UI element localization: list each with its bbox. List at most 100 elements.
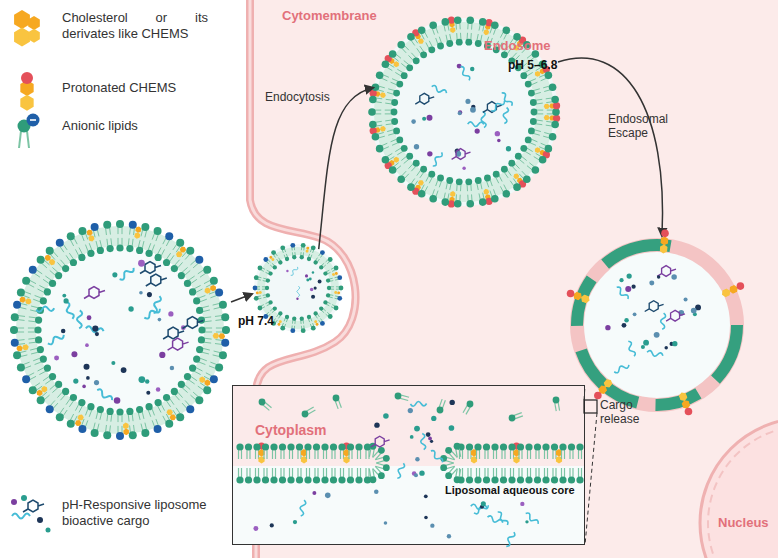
cargo-strand <box>143 307 161 320</box>
lipid-head <box>189 288 196 295</box>
cargo-molecule <box>168 338 189 350</box>
lipid-tail <box>50 270 58 277</box>
lipid-tail <box>206 283 215 288</box>
cholesterol-molecule <box>198 376 212 387</box>
lipid-tail <box>69 253 75 261</box>
lipid-head <box>155 399 162 406</box>
cargo-dot <box>112 272 117 277</box>
lipid-tail <box>163 235 168 244</box>
lipid-tail <box>147 243 151 252</box>
cholesterol-molecule <box>16 344 29 352</box>
lipid-head <box>126 408 133 415</box>
cargo-strand <box>118 266 135 281</box>
lipid-head <box>189 365 196 372</box>
lipid-tail <box>66 396 72 404</box>
lipid-tail <box>85 406 89 415</box>
lipid-tail <box>202 328 212 329</box>
cargo-dot <box>139 291 143 295</box>
lipid-head <box>178 381 185 388</box>
lipid-tail <box>173 410 179 418</box>
cargo-dot <box>84 364 90 370</box>
nucleus-envelope <box>708 426 778 558</box>
legend-label: Cholesterol or its derivates like CHEMS <box>62 10 208 41</box>
cargo-dot <box>156 387 161 392</box>
lipid-tail <box>168 255 174 263</box>
lipid-tail <box>202 332 212 333</box>
lipid-tail <box>194 289 203 294</box>
lipid-tail <box>58 244 64 252</box>
shape-outline <box>690 405 778 558</box>
lipid-tail <box>176 262 183 270</box>
cholesterol-sample <box>14 10 30 46</box>
lipid-tail <box>138 240 140 250</box>
lipid-tail <box>118 224 119 234</box>
lipid-tail <box>138 410 140 420</box>
lipid-tail <box>28 321 38 322</box>
cargo-strand <box>85 326 104 334</box>
proton-sample <box>21 72 33 84</box>
lipid-head <box>145 250 152 257</box>
lipid-head <box>78 425 86 433</box>
lipid-head <box>116 408 123 415</box>
lipid-tail <box>57 390 64 398</box>
lipid-tail <box>166 414 171 423</box>
cholesterol-molecule <box>123 422 129 435</box>
lipid-head <box>87 250 94 257</box>
lipid-tail <box>34 268 42 274</box>
cholesterol-molecule <box>134 226 142 239</box>
lipid-tail <box>30 348 40 350</box>
lipid-tail <box>196 361 205 365</box>
lipid-tail <box>93 423 95 433</box>
lipid-head <box>44 365 51 372</box>
legend-label: Protonated CHEMS <box>62 80 176 96</box>
lipid-tail <box>182 249 189 257</box>
lipid-head <box>49 280 56 287</box>
lipid-tail <box>39 392 47 399</box>
lipid-tail <box>34 386 42 392</box>
lipid-head <box>198 326 205 333</box>
lipid-tail <box>29 342 39 343</box>
lipid-tail <box>73 416 78 425</box>
lipid-tail <box>85 245 89 254</box>
anionic-head-sample <box>27 114 40 127</box>
lipid-head <box>184 373 191 380</box>
cargo-sample <box>12 514 30 519</box>
lipid-tail <box>130 425 131 435</box>
lipid-head <box>40 355 47 362</box>
lipid-tail <box>134 425 135 435</box>
lipid-tail <box>100 240 102 250</box>
cargo-dot <box>85 343 89 347</box>
lipid-tail <box>134 225 135 235</box>
cargo-dot <box>147 292 152 297</box>
lipid-tail <box>52 386 60 393</box>
lipid-tail <box>61 242 67 250</box>
cholesterol-molecule <box>175 245 187 258</box>
legend-label: Anionic lipids <box>62 118 138 134</box>
lipid-tail <box>15 319 25 320</box>
lipid-tail <box>43 375 51 381</box>
lipid-head <box>34 326 41 333</box>
lipid-head <box>35 317 42 324</box>
lipid-tail <box>151 406 155 415</box>
lipid-head <box>35 336 42 343</box>
lipid-head <box>40 297 47 304</box>
lipid-tail <box>97 227 99 237</box>
lipid-head <box>176 239 184 247</box>
lipid-head <box>193 297 200 304</box>
lipid-tail <box>109 225 110 235</box>
lipid-head <box>193 355 200 362</box>
lipid-tail <box>35 361 44 365</box>
lipid-tail <box>215 340 225 341</box>
lipid-tail <box>28 328 38 329</box>
lipid-tail <box>51 249 58 257</box>
lipid-tail <box>111 412 112 422</box>
lipid-tail <box>193 261 201 268</box>
lipid-head <box>13 351 21 359</box>
lipid-tail <box>197 357 206 361</box>
cholesterol-molecule <box>74 413 84 427</box>
lipid-tail <box>141 424 143 434</box>
lipid-tail <box>84 230 88 239</box>
lipid-tail <box>190 395 198 402</box>
lipid-tail <box>42 258 50 265</box>
lipid-tail <box>93 228 95 238</box>
